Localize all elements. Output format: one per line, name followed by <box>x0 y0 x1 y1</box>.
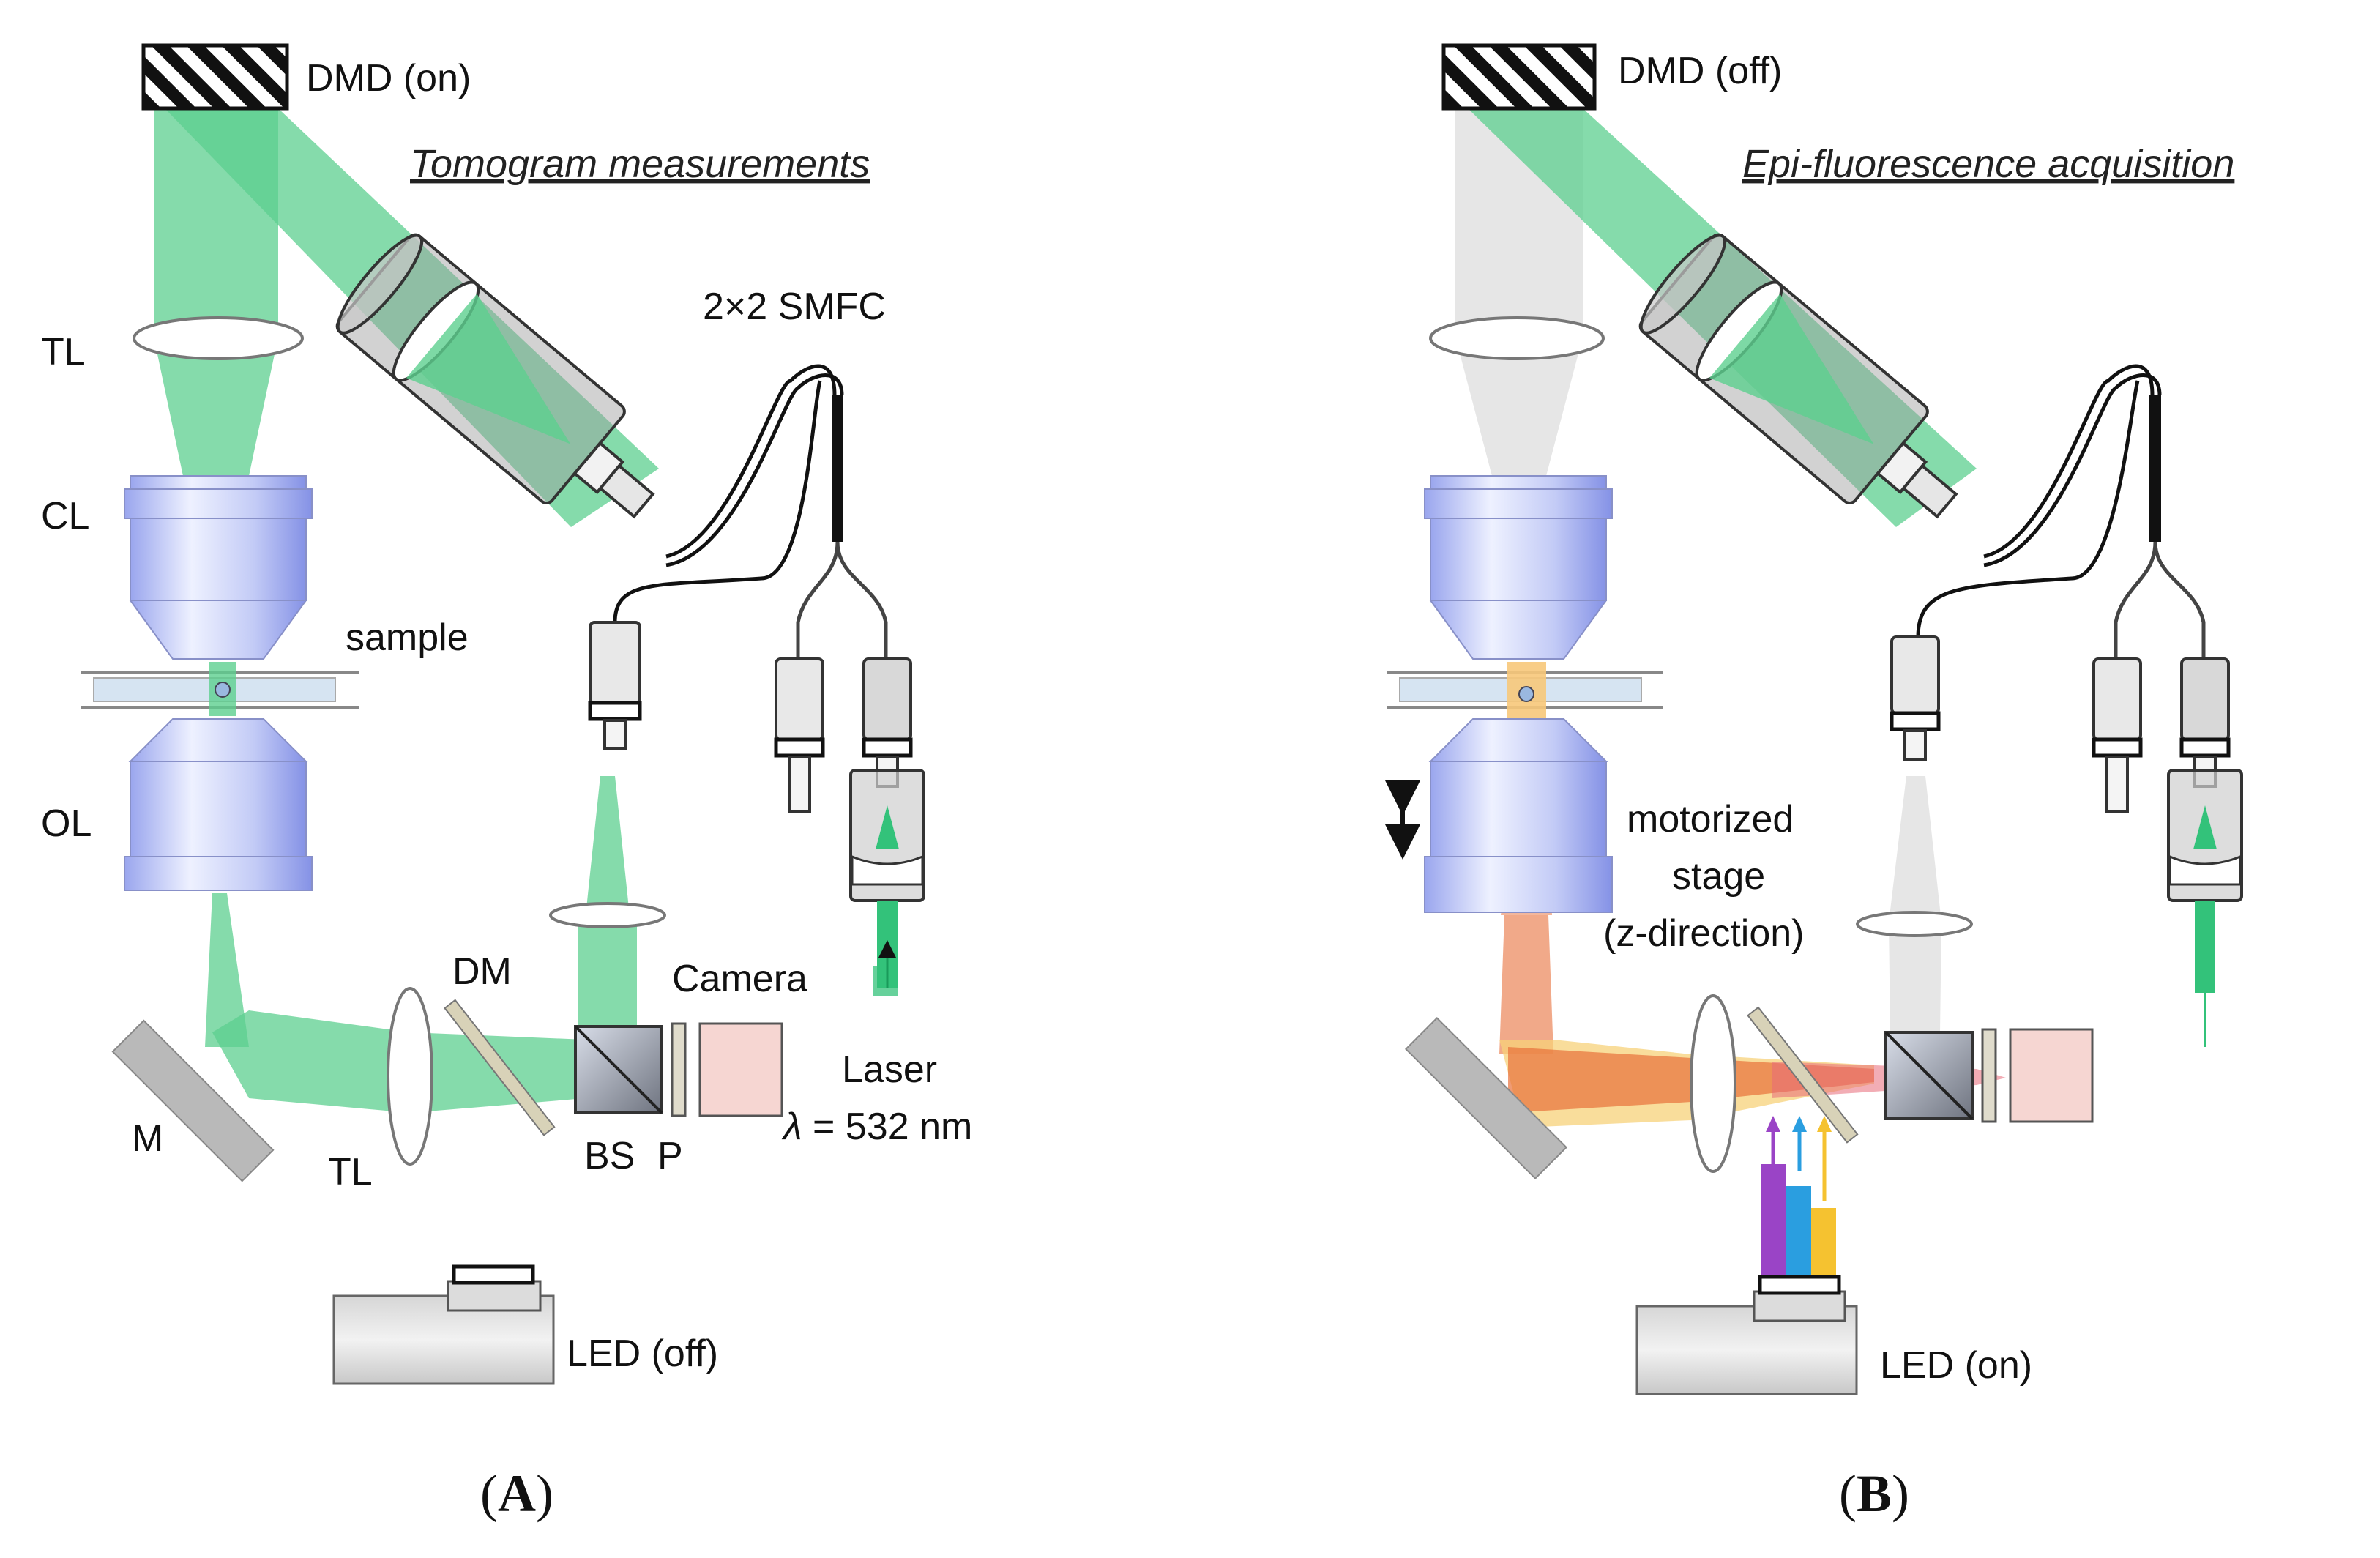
beam-splitter-b <box>1884 1031 1974 1120</box>
dmd-mirror-b <box>1441 43 1597 111</box>
bs-label-a: BS <box>584 1135 635 1177</box>
lambda-value-a: = 532 nm <box>802 1106 973 1148</box>
dichroic-mirror-b <box>1747 1006 1859 1144</box>
condenser-lens-a <box>124 475 313 660</box>
fiber-connector-left-a <box>588 621 642 750</box>
ol-label-a: OL <box>41 802 92 845</box>
smfc-label-a: 2×2 SMFC <box>703 286 886 328</box>
fiber-connector-right-a <box>862 657 913 788</box>
fiber-cables-b <box>1916 364 2162 638</box>
scanning-objective-tube-b <box>1638 233 1958 519</box>
led-source-b <box>1635 1275 1858 1395</box>
lambda-symbol-a: λ <box>781 1106 802 1148</box>
led-source-a <box>332 1264 555 1385</box>
fiber-coupler-a <box>832 395 843 542</box>
tl-top-label-a: TL <box>41 331 86 373</box>
panel-b: DMD (off) Epi-fluorescence acquisition m… <box>1385 43 2243 1523</box>
wavelength-label-a: λ = 532 nm <box>781 1106 972 1148</box>
scanning-objective-tube-a <box>335 233 655 519</box>
p-label-a: P <box>657 1135 683 1177</box>
camera-label-a: Camera <box>672 958 807 1000</box>
sample-label-a: sample <box>346 616 469 659</box>
panel-a: DMD (on) Tomogram measurements TL CL sam… <box>41 43 972 1523</box>
tube-lens-bottom-b <box>1690 994 1736 1173</box>
panel-b-title: Epi-fluorescence acquisition <box>1742 142 2234 186</box>
polarizer-a <box>671 1022 687 1117</box>
tube-lens-top-a <box>133 316 304 360</box>
laser-beam-b <box>2195 901 2215 993</box>
dmd-label-a: DMD (on) <box>306 57 471 100</box>
fiber-connector-mid-a <box>774 657 825 813</box>
dmd-label-b: DMD (off) <box>1618 50 1782 92</box>
fiber-split-b <box>2114 541 2206 659</box>
polarizer-b <box>1981 1028 1997 1123</box>
caption-a: (A) <box>480 1464 553 1523</box>
laser-label-a: Laser <box>842 1048 937 1091</box>
dichroic-mirror-a <box>444 999 556 1136</box>
fiber-coupler-b <box>2149 395 2161 542</box>
stage-label-line1: motorized <box>1627 798 1794 840</box>
condenser-lens-b <box>1424 475 1613 660</box>
fiber-cables-a <box>613 364 844 623</box>
tube-lens-top-b <box>1429 316 1605 360</box>
fiber-connector-left-b <box>1890 636 1941 761</box>
dmd-mirror-a <box>141 43 289 111</box>
objective-lens-b <box>1424 718 1613 913</box>
beam-splitter-a <box>574 1025 663 1114</box>
objective-lens-a <box>124 718 313 891</box>
fiber-split-a <box>796 541 888 659</box>
fiber-connector-mid-b <box>2092 657 2143 813</box>
stage-label-line3: (z-direction) <box>1603 912 1805 955</box>
led-label-b: LED (on) <box>1880 1344 2032 1387</box>
camera-b <box>2009 1028 2094 1123</box>
m-label-a: M <box>132 1117 163 1160</box>
sample-holder-a <box>81 662 359 716</box>
led-label-a: LED (off) <box>567 1332 718 1375</box>
stage-label-line2: stage <box>1672 855 1765 898</box>
fiber-connector-right-b <box>2179 657 2231 788</box>
dm-label-a: DM <box>452 950 512 993</box>
cl-label-a: CL <box>41 495 89 537</box>
led-beams-b <box>1761 1116 1836 1281</box>
laser-coupler-a <box>849 769 925 902</box>
caption-b: (B) <box>1839 1464 1909 1523</box>
tl-bottom-label-a: TL <box>328 1151 373 1193</box>
panel-a-title: Tomogram measurements <box>410 142 870 186</box>
mirror-m-b <box>1404 1016 1568 1180</box>
collimator-lens-b <box>1856 911 1973 937</box>
mirror-m-a <box>111 1019 275 1182</box>
laser-coupler-b <box>2167 769 2243 902</box>
tube-lens-bottom-a <box>387 987 433 1166</box>
camera-a <box>698 1022 783 1117</box>
collimator-lens-a <box>549 902 666 928</box>
sample-holder-b <box>1387 662 1663 720</box>
